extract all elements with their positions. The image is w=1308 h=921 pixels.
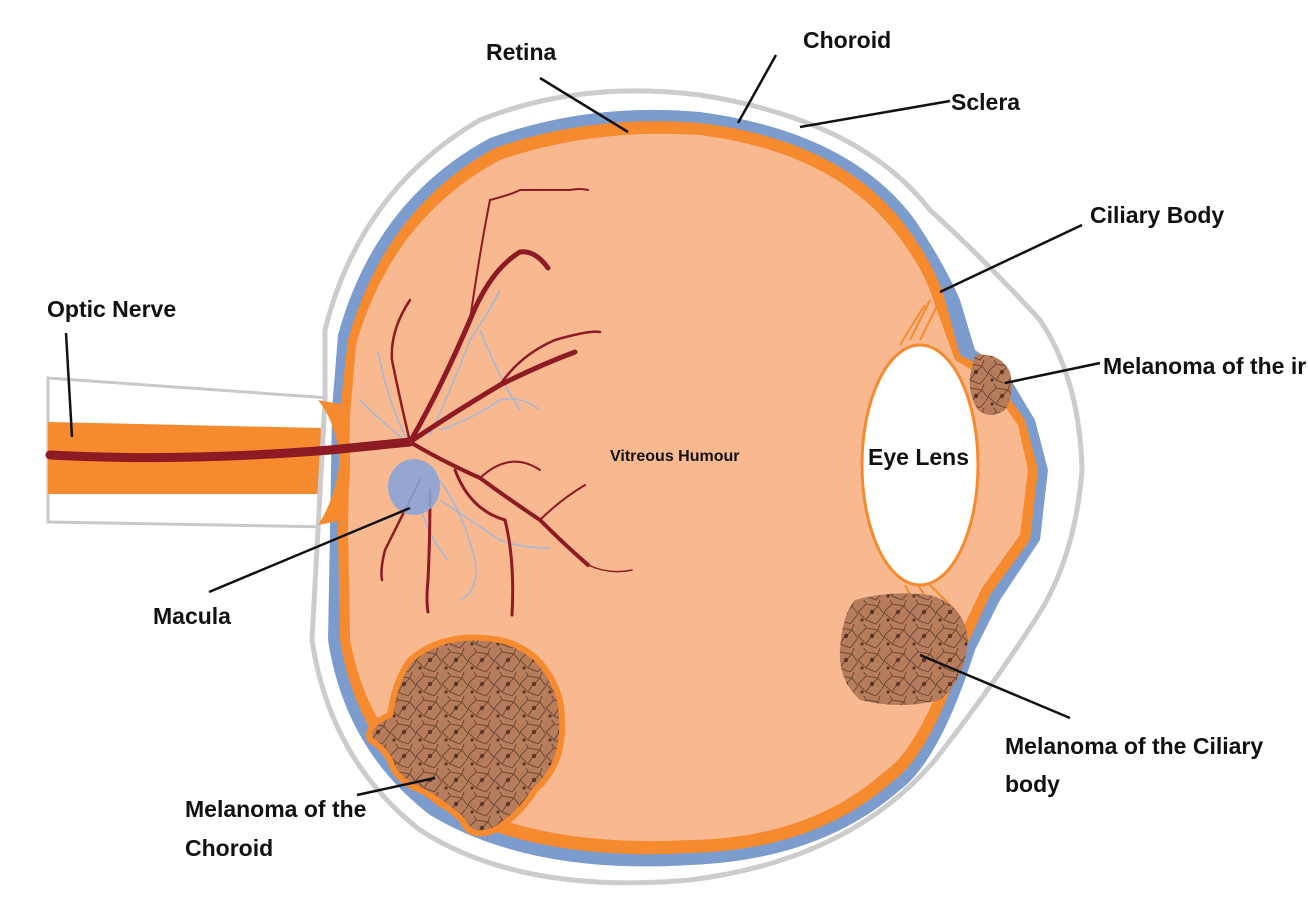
label-optic-nerve: Optic Nerve [47,293,176,326]
label-retina: Retina [486,36,556,69]
label-sclera: Sclera [951,86,1020,119]
label-melanoma-choroid-line1: Melanoma of the [185,793,366,826]
label-eye-lens: Eye Lens [868,441,969,474]
macula-spot [388,459,440,515]
label-ciliary-body: Ciliary Body [1090,199,1224,232]
label-melanoma-ciliary-line1: Melanoma of the Ciliary [1005,730,1263,763]
label-melanoma-choroid-line2: Choroid [185,832,273,865]
label-melanoma-ciliary-line2: body [1005,768,1060,801]
label-vitreous-humour: Vitreous Humour [610,445,740,468]
label-macula: Macula [153,600,231,633]
label-melanoma-iris: Melanoma of the ir [1103,350,1306,383]
melanoma-ciliary-tumor [840,593,968,705]
label-choroid: Choroid [803,24,891,57]
